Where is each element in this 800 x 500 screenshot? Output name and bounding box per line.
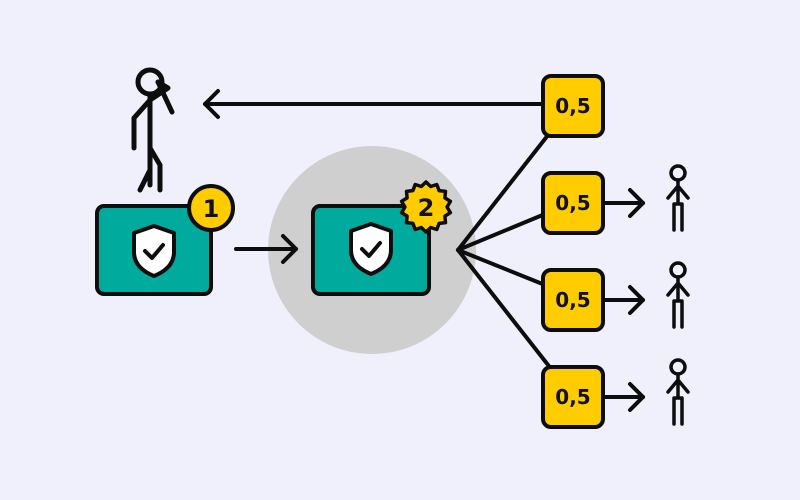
person-icon [666,261,690,329]
thinking-person-icon [131,67,175,193]
transfer-arrow [234,234,298,264]
fan-line-1 [456,128,554,252]
fan-line-2 [456,212,547,252]
return-arrow [203,89,547,119]
badge-1: 1 [187,184,235,232]
person-icon [666,358,690,426]
badge-2-label: 2 [418,194,435,222]
badge-1-label: 1 [203,195,220,223]
share-value: 0,5 [555,385,590,409]
badge-2: 2 [399,180,453,234]
arrow-right-icon [603,382,645,412]
share-value: 0,5 [555,191,590,215]
shield-check-icon [132,224,176,278]
share-box-4: 0,5 [541,365,605,429]
recipient-arrows [603,188,645,412]
fan-line-4 [456,248,554,372]
fan-line-3 [456,248,547,287]
share-box-3: 0,5 [541,268,605,332]
arrow-right-icon [603,285,645,315]
shield-check-icon [349,222,393,276]
arrow-right-icon [603,188,645,218]
vault-card-2 [311,204,431,296]
share-box-2: 0,5 [541,171,605,235]
share-box-1: 0,5 [541,74,605,138]
share-value: 0,5 [555,94,590,118]
vault-card-1 [95,204,213,296]
fan-out-lines [456,128,554,372]
share-value: 0,5 [555,288,590,312]
person-icon [666,164,690,232]
